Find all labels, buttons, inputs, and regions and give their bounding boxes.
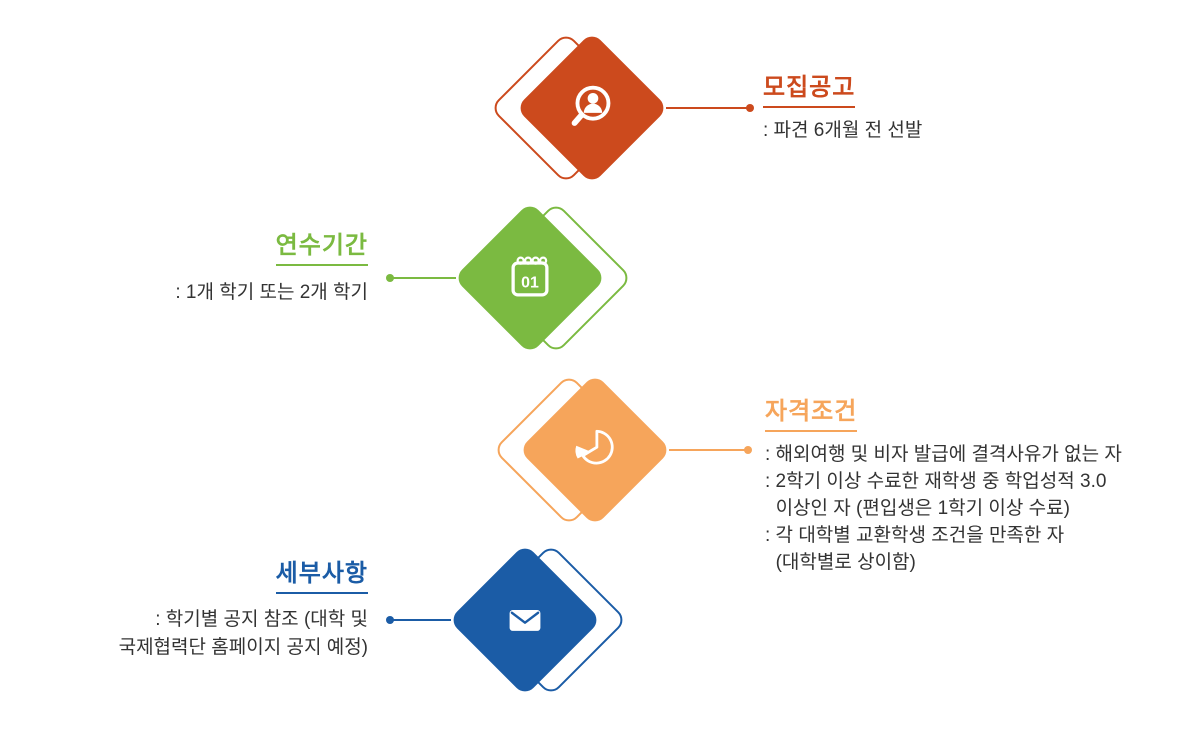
step-title: 자격조건: [765, 397, 858, 432]
diamond-shape: [448, 543, 602, 697]
step-text-block: 세부사항 : 학기별 공지 참조 (대학 및 국제협력단 홈페이지 공지 예정): [119, 559, 368, 662]
connector-dot: [746, 104, 754, 112]
step-text-block: 모집공고 : 파견 6개월 전 선발: [763, 73, 922, 144]
connector-dot: [386, 274, 394, 282]
step-text-block: 연수기간 : 1개 학기 또는 2개 학기: [175, 231, 368, 306]
step-description: : 해외여행 및 비자 발급에 결격사유가 없는 자 : 2학기 이상 수료한 …: [765, 444, 1122, 573]
step-title-wrap: 자격조건: [765, 397, 1122, 432]
connector-line: [392, 619, 451, 621]
diamond-shape: [518, 373, 672, 527]
step-title-wrap: 세부사항: [119, 559, 368, 594]
connector-dot: [744, 446, 752, 454]
step-description: : 1개 학기 또는 2개 학기: [175, 282, 368, 303]
diamond-outline: [492, 373, 646, 527]
calendar-icon: 01: [500, 248, 560, 308]
diamond-outline: [489, 31, 643, 185]
connector-line: [392, 277, 456, 279]
person-search-icon: [561, 77, 623, 139]
pie-chart-icon: [565, 420, 625, 480]
step-description: : 파견 6개월 전 선발: [763, 120, 923, 141]
diamond-outline: [479, 201, 633, 355]
step-description: : 학기별 공지 참조 (대학 및 국제협력단 홈페이지 공지 예정): [118, 609, 368, 658]
calendar-number: 01: [521, 274, 539, 291]
step-text-block: 자격조건 : 해외여행 및 비자 발급에 결격사유가 없는 자 : 2학기 이상…: [765, 397, 1122, 576]
step-title: 세부사항: [275, 559, 368, 594]
envelope-icon: [496, 591, 554, 649]
diamond-shape: 01: [453, 201, 607, 355]
step-title: 모집공고: [763, 73, 856, 108]
connector-line: [669, 449, 746, 451]
step-title-wrap: 모집공고: [763, 73, 922, 108]
diamond-outline: [474, 543, 628, 697]
step-title: 연수기간: [275, 231, 368, 266]
step-title-wrap: 연수기간: [175, 231, 368, 266]
connector-dot: [386, 616, 394, 624]
diamond-shape: [515, 31, 669, 185]
connector-line: [666, 107, 748, 109]
